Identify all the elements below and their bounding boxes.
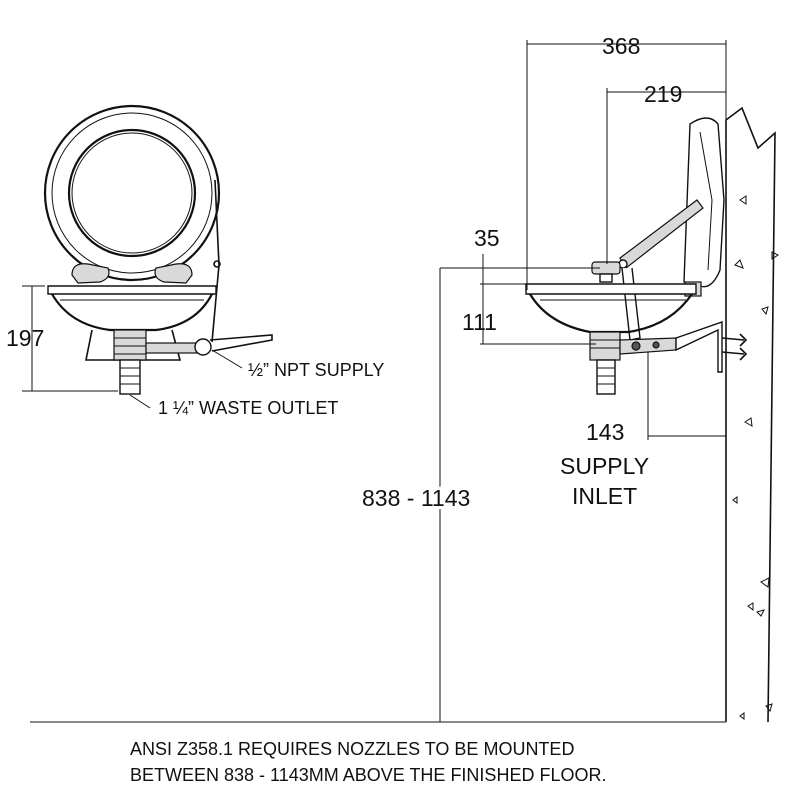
bowl-height-dimension: 111: [462, 309, 497, 335]
note-line-2: BETWEEN 838 - 1143MM ABOVE THE FINISHED …: [130, 765, 606, 785]
side-waste-pipe: [596, 359, 616, 395]
front-dust-cover-rim: [71, 132, 193, 254]
note-line-1: ANSI Z358.1 REQUIRES NOZZLES TO BE MOUNT…: [130, 739, 574, 759]
front-view: 197 ½” NPT SUPPLY 1 ¼” WASTE OUTLET: [6, 104, 384, 418]
wall-hatch: [732, 195, 779, 720]
front-cover-arm: [211, 179, 220, 343]
side-supply-valve: [619, 337, 677, 355]
front-dust-cover-face: [67, 128, 197, 258]
side-dust-cover: [683, 117, 725, 288]
mount-height-dimension: 838 - 1143: [362, 485, 470, 511]
front-waste-outlet-label: 1 ¼” WASTE OUTLET: [158, 398, 338, 418]
side-bowl-rim: [525, 283, 697, 295]
supply-inlet-label-line1: SUPPLY: [560, 453, 649, 479]
total-depth-dimension: 368: [602, 33, 640, 59]
front-supply-valve: [145, 342, 199, 354]
wall-anchor: [721, 333, 748, 361]
front-dust-cover-inner: [51, 112, 213, 274]
front-nozzle-left: [71, 263, 110, 284]
wall-outline: [725, 106, 776, 723]
front-bowl-body: [51, 293, 213, 332]
ansi-note: ANSI Z358.1 REQUIRES NOZZLES TO BE MOUNT…: [130, 739, 606, 785]
side-view: 368 219 35 111 143 SUPPLY INLET 838 - 11…: [30, 33, 779, 723]
front-waste-pipe: [119, 359, 141, 395]
front-height-dimension: 197: [6, 325, 44, 351]
supply-offset-dimension: 143: [586, 419, 624, 445]
front-valve-knob: [194, 338, 212, 356]
front-bowl-rim: [47, 285, 217, 295]
side-drain-body: [589, 331, 621, 361]
front-supply-label: ½” NPT SUPPLY: [248, 360, 384, 380]
bowl-depth-dimension: 219: [644, 81, 682, 107]
front-arm-pivot: [213, 260, 221, 268]
front-dust-cover-outer: [43, 104, 221, 282]
front-nozzle-right: [154, 263, 193, 284]
supply-inlet-label-line2: INLET: [572, 483, 637, 509]
front-valve-handle: [209, 334, 273, 352]
side-wall-bracket: [675, 321, 723, 373]
nozzle-rise-dimension: 35: [474, 225, 500, 251]
front-drain-body: [113, 329, 147, 361]
